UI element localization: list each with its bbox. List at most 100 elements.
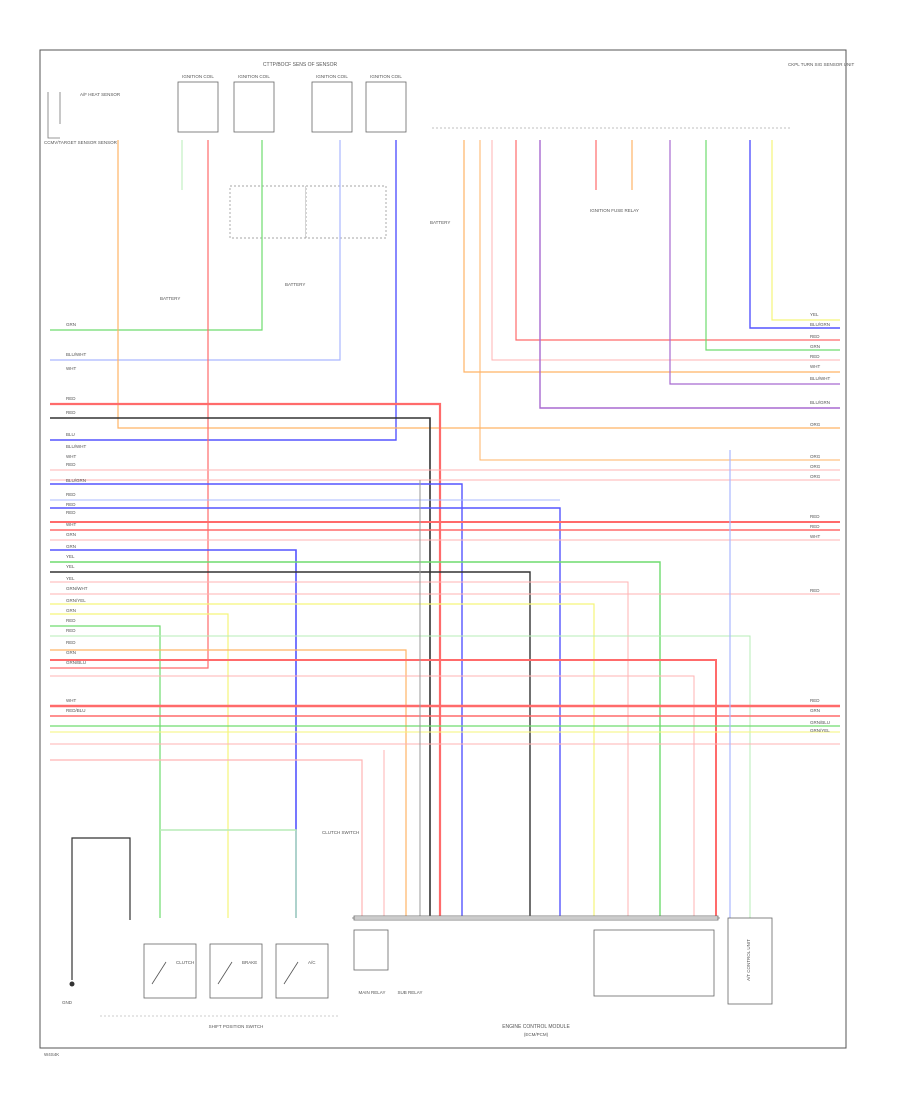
left-wire-label: WHT <box>66 522 76 527</box>
left-wire-label: YEL <box>66 554 75 559</box>
right-wire-label: RED <box>810 334 820 339</box>
left-wire-label: RED <box>66 640 76 645</box>
left-wire-label: GRN/YEL <box>66 598 86 603</box>
diagram-frame <box>39 49 847 1049</box>
left-wire-label: GRN <box>66 544 76 549</box>
right-wire-label: GRN/YEL <box>810 728 830 733</box>
wire-yellow-21 <box>50 603 595 918</box>
wire-orange-25 <box>50 649 407 918</box>
right-wire-label: RED <box>810 514 820 519</box>
ecm-inner-box <box>593 929 715 997</box>
left-wire-label: RED <box>66 510 76 515</box>
wire-blue-16 <box>50 549 297 918</box>
wire-orange-43 <box>479 140 840 461</box>
left-wire-label: GRN/WHT <box>66 586 88 591</box>
wire-pink-27 <box>50 675 695 918</box>
left-wire-label: GRN <box>66 650 76 655</box>
main-relay-box <box>353 929 389 971</box>
coil-label-2: IGNITION COIL <box>238 74 270 79</box>
relay-box-right <box>305 185 387 239</box>
main-relay-label: MAIN RELAY <box>359 990 386 995</box>
switch-box-1 <box>143 943 197 999</box>
wire-green-23 <box>50 625 161 918</box>
battery-label-b: BATTERY <box>285 282 305 287</box>
left-wire-label: RED <box>66 628 76 633</box>
wire-purple-42 <box>539 140 840 409</box>
wire-dark-18 <box>50 571 531 918</box>
left-wire-label: BLU/WHT <box>66 444 87 449</box>
wire-yellow-35 <box>771 140 840 321</box>
battery-label-c: BATTERY <box>430 220 450 225</box>
right-wire-label: GRN <box>810 708 820 713</box>
coil-label-1: IGNITION COIL <box>182 74 214 79</box>
left-wire-label: RED <box>66 618 76 623</box>
left-wire-label: WHT <box>66 454 76 459</box>
shift-switch-label: SHIFT POSITION SWITCH <box>209 1024 264 1029</box>
left-wire-label: BLU/WHT <box>66 352 87 357</box>
wire-dark-6 <box>50 417 431 918</box>
right-wire-label: RED <box>810 698 820 703</box>
right-wire-label: GRN/BLU <box>810 720 830 725</box>
left-wire-label: WHT <box>66 698 76 703</box>
wire-blue-36 <box>749 140 840 329</box>
left-wire-label: GRN/BLU <box>66 660 86 665</box>
ground-wire <box>71 837 131 920</box>
left-wire-label: GRN <box>66 532 76 537</box>
ignition-coil-1 <box>177 81 219 133</box>
switch-box-3 <box>275 943 329 999</box>
wire-green-0 <box>50 140 263 331</box>
wire-orange-40 <box>463 140 840 373</box>
right-wire-labels: YELBLU/GRNREDGRNREDWHTBLU/WHTBLU/GRNORGO… <box>810 312 831 733</box>
right-wire-label: BLU/GRN <box>810 322 830 327</box>
top-left-sensor-label: A/F HEAT SENSOR <box>80 92 121 97</box>
switch-3-contact <box>283 961 299 985</box>
right-wire-label: ORG <box>810 454 821 459</box>
right-wire-label: ORG <box>810 474 821 479</box>
wire-blue-2 <box>50 140 397 441</box>
left-wire-label: YEL <box>66 576 75 581</box>
right-wire-label: BLU/GRN <box>810 400 830 405</box>
wire-red-5 <box>50 402 442 918</box>
switch-label-2: BRAKE <box>242 960 257 965</box>
at-control-unit-label: A/T CONTROL UNIT <box>746 939 751 981</box>
ignition-coil-4 <box>365 81 407 133</box>
switch-label-1: CLUTCH <box>176 960 194 965</box>
ecm-label: ENGINE CONTROL MODULE <box>502 1024 570 1030</box>
switch-box-2 <box>209 943 263 999</box>
wire-lightgreen-34 <box>160 829 297 918</box>
wire-pink-33 <box>50 759 363 918</box>
relay-box-left <box>229 185 307 239</box>
ground-label: GND <box>62 1000 73 1005</box>
top-center-label: CTTP/BOCF SENS OF SENSOR <box>263 62 338 68</box>
sensor-bracket <box>47 92 60 139</box>
wire-blue-10 <box>50 483 463 918</box>
switch-1-contact <box>151 961 167 985</box>
page-id-label: W4S4K <box>44 1052 59 1057</box>
left-wire-label: WHT <box>66 366 76 371</box>
right-wire-label: YEL <box>810 312 819 317</box>
wire-yellow-22 <box>50 613 229 918</box>
left-wire-label: RED/BLU <box>66 708 86 713</box>
right-wire-label: RED <box>810 524 820 529</box>
wire-pink-19 <box>50 581 629 918</box>
ecm-sub-label: (ECM/PCM) <box>524 1032 549 1037</box>
left-wire-labels: GRN BLU/WHT WHT RED RED BLU BLU/WHT WHT RED BLU/G… <box>66 322 88 713</box>
ignition-coil-2 <box>233 81 275 133</box>
right-wire-label: GRN <box>810 344 820 349</box>
left-wire-label: BLU <box>66 432 75 437</box>
wire-green-38 <box>705 140 840 351</box>
right-wire-label: RED <box>810 588 820 593</box>
wire-orange-3 <box>117 140 840 429</box>
wire-lightgreen-24 <box>50 635 751 918</box>
right-wire-label: RED <box>810 354 820 359</box>
wire-red-26 <box>50 659 717 918</box>
ignition-coil-group: IGNITION COIL IGNITION COIL IGNITION COI… <box>177 74 407 133</box>
at-control-unit-box <box>727 917 773 1005</box>
clutch-switch-label: CLUTCH SWITCH <box>322 830 359 835</box>
ignition-coil-3 <box>311 81 353 133</box>
wire-blue-12 <box>50 507 561 918</box>
left-wire-label: BLU/GRN <box>66 478 86 483</box>
left-wire-label: RED <box>66 502 76 507</box>
left-wire-label: RED <box>66 492 76 497</box>
